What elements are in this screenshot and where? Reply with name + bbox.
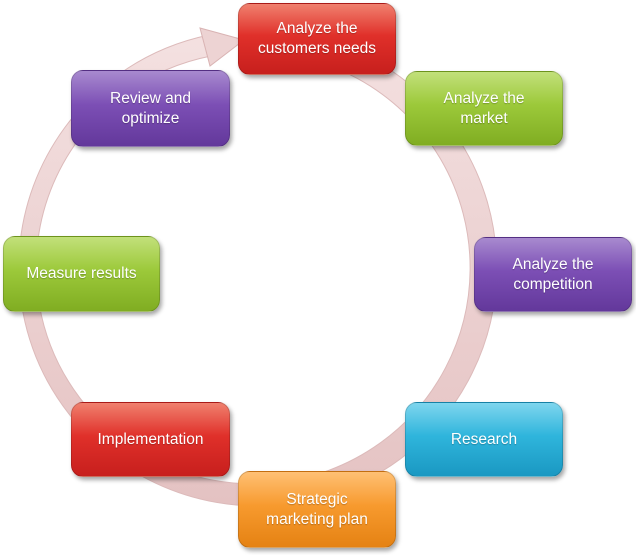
step-analyze-customer-needs: Analyze the customers needs <box>238 3 396 75</box>
step-label: Analyze the competition <box>512 255 594 293</box>
step-label: Implementation <box>97 430 204 448</box>
step-label: Review and optimize <box>110 89 191 127</box>
cycle-arrowhead <box>199 27 246 67</box>
step-analyze-competition: Analyze the competition <box>474 237 632 312</box>
step-label: Strategic marketing plan <box>266 490 368 528</box>
step-analyze-market: Analyze the market <box>405 71 563 146</box>
step-label: Analyze the market <box>443 89 525 127</box>
step-label: Measure results <box>26 265 137 282</box>
step-research: Research <box>405 402 563 477</box>
step-implementation: Implementation <box>71 402 230 477</box>
step-strategic-marketing-plan: Strategic marketing plan <box>238 471 396 548</box>
step-measure-results: Measure results <box>3 236 160 312</box>
step-label: Research <box>450 430 518 448</box>
step-review-and-optimize: Review and optimize <box>71 70 230 147</box>
step-label: Analyze the customers needs <box>257 20 377 57</box>
